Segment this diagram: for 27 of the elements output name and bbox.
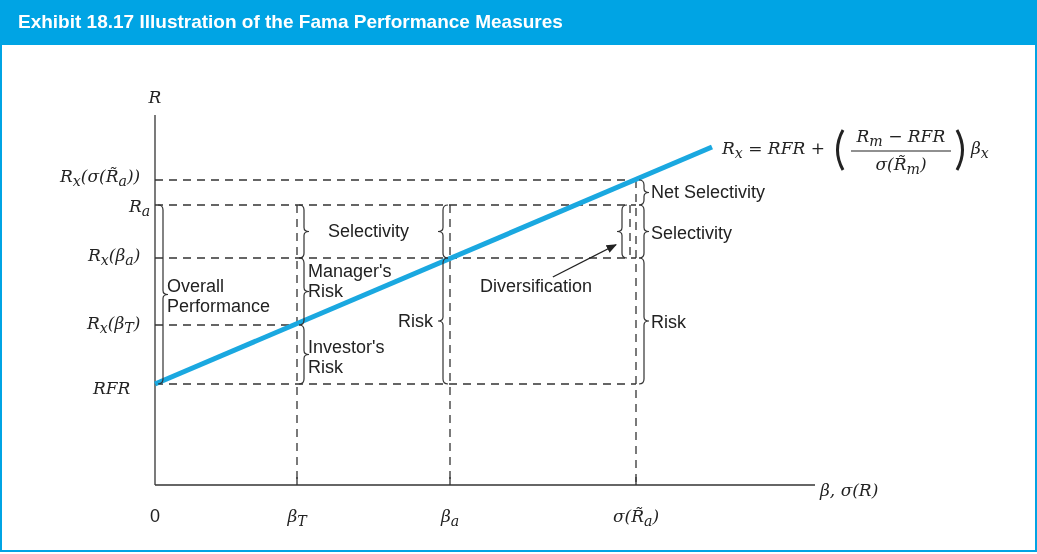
equation-text: σ(R̃$_{m}$) — [875, 154, 927, 178]
tick-label: σ(R̃$_{a}$) — [613, 506, 660, 530]
region-label: Risk — [651, 313, 686, 333]
axis-label: R$_{x}$(β$_{a}$) — [88, 245, 141, 269]
region-label: Selectivity — [651, 224, 733, 244]
region-label: Risk — [398, 312, 433, 332]
region-label: Overall Performance — [167, 277, 272, 317]
region-label: Selectivity — [328, 222, 410, 242]
tick-label: 0 — [150, 507, 160, 527]
tick-label: β$_{a}$ — [441, 506, 460, 530]
leader-arrow — [552, 244, 617, 278]
region-label: Diversification — [480, 277, 593, 297]
title-text: Exhibit 18.17 Illustration of the Fama Performance Measures — [18, 12, 563, 33]
axis-label: R$_{a}$ — [129, 196, 151, 220]
region-label: Manager's Risk — [308, 262, 393, 302]
region-label: Net Selectivity — [651, 183, 766, 203]
axis-label: R$_{x}$(σ(R̃$_{a}$)) — [60, 166, 141, 190]
axis-label: β, σ(R) — [820, 480, 879, 500]
region-label: Investor's Risk — [308, 338, 386, 378]
axis-label: R — [148, 87, 162, 107]
tick-label: β$_{T}$ — [287, 506, 307, 530]
equation-text: R$_{m}$ − RFR — [856, 126, 946, 150]
equation-text: β$_{x}$ — [971, 138, 989, 162]
brace — [616, 204, 628, 259]
axis-label: R$_{x}$(β$_{T}$) — [87, 313, 141, 337]
equation-text: R$_{x}$ = RFR + — [722, 138, 825, 162]
axis-label: RFR — [93, 378, 131, 398]
